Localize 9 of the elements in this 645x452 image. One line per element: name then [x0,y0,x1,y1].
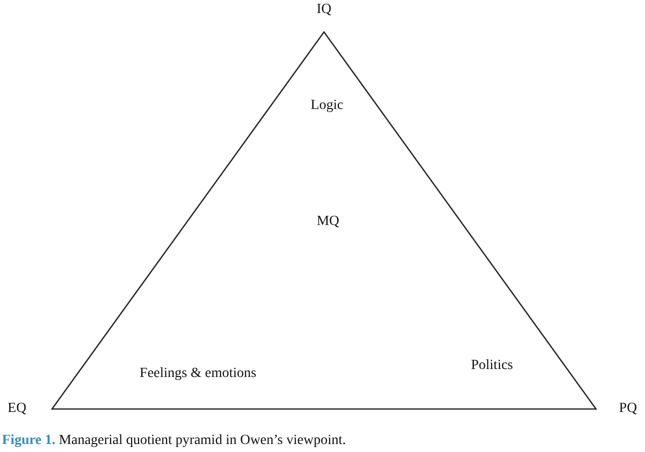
region-label: Politics [471,358,513,374]
region-label: Feelings & emotions [140,366,256,382]
figure-caption: Figure 1. Managerial quotient pyramid in Owen’s viewpoint. [2,433,346,449]
vertex-label: IQ [316,2,332,18]
region-label: Logic [310,98,344,114]
pyramid-triangle [52,32,596,409]
vertex-label: PQ [619,401,637,417]
vertex-label: EQ [8,401,26,417]
region-label: MQ [316,214,340,230]
